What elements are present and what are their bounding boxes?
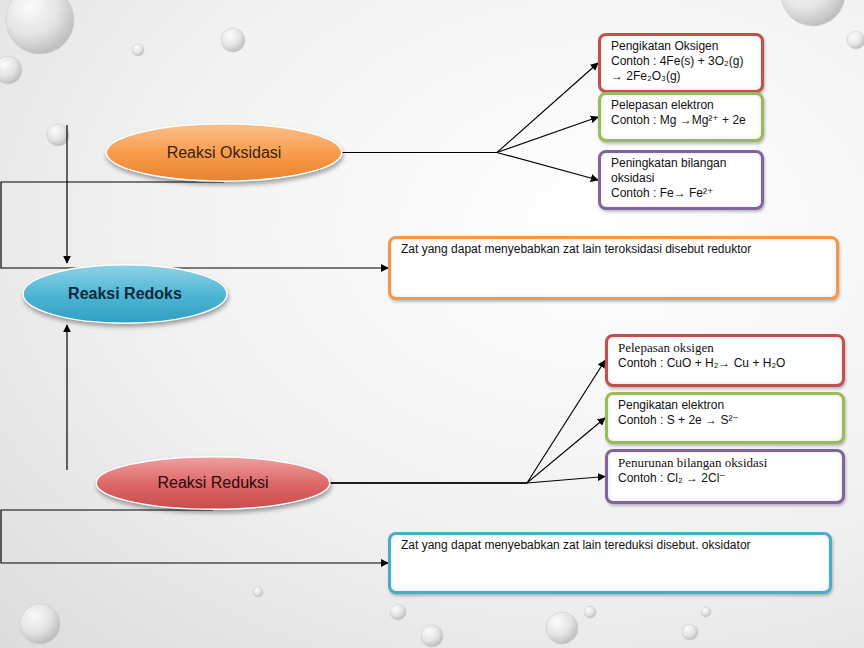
box-heading: Zat yang dapat menyebabkan zat lain tero…	[401, 242, 826, 257]
arrow-connector	[329, 477, 605, 484]
text-holder: Zat yang dapat menyebabkan zat lain tero…	[401, 242, 826, 257]
box-heading: Pengikatan Oksigen	[611, 39, 751, 54]
text-holder: Zat yang dapat menyebabkan zat lain tere…	[401, 538, 819, 553]
concept-box: Pengikatan elektronContoh : S + 2e → S²⁻	[605, 392, 845, 444]
arrow-connector	[341, 153, 598, 181]
box-body: Contoh : Cl₂ → 2Cl⁻	[618, 471, 832, 486]
text-holder: Reaksi Oksidasi	[105, 122, 343, 183]
text-holder: Pelepasan elektronContoh : Mg →Mg²⁺ + 2e	[611, 98, 751, 128]
concept-box: Pelepasan oksigenContoh : CuO + H₂→ Cu +…	[605, 334, 845, 387]
box-body: Contoh : S + 2e → S²⁻	[618, 413, 832, 428]
box-body: Contoh : Mg →Mg²⁺ + 2e	[611, 113, 751, 128]
concept-box: Penurunan bilangan oksidasiContoh : Cl₂ …	[605, 449, 845, 504]
arrow-connector	[329, 418, 605, 483]
ellipse-label: Reaksi Redoks	[68, 285, 182, 303]
arrow-connector	[66, 125, 67, 263]
text-holder: Peningkatan bilangan oksidasiContoh : Fe…	[611, 156, 751, 201]
arrow-connector	[1, 182, 388, 268]
text-holder: Pengikatan OksigenContoh : 4Fe(s) + 3O₂(…	[611, 39, 751, 84]
box-heading: Pelepasan elektron	[611, 98, 751, 113]
reduction-ellipse: Reaksi Reduksi	[95, 455, 331, 511]
text-holder: Pengikatan elektronContoh : S + 2e → S²⁻	[618, 398, 832, 428]
concept-box: Pengikatan OksigenContoh : 4Fe(s) + 3O₂(…	[598, 33, 764, 93]
note-box: Zat yang dapat menyebabkan zat lain tero…	[388, 236, 839, 300]
text-holder: Penurunan bilangan oksidasiContoh : Cl₂ …	[618, 455, 832, 486]
text-holder: Reaksi Reduksi	[95, 455, 331, 511]
oxidation-ellipse: Reaksi Oksidasi	[105, 122, 343, 183]
box-body: Contoh : Fe→ Fe²⁺	[611, 186, 751, 201]
arrow-connector	[341, 117, 598, 153]
text-holder: Pelepasan oksigenContoh : CuO + H₂→ Cu +…	[618, 340, 832, 371]
box-heading: Peningkatan bilangan oksidasi	[611, 156, 751, 186]
redox-ellipse: Reaksi Redoks	[22, 263, 228, 325]
arrow-connector	[66, 325, 67, 470]
note-box: Zat yang dapat menyebabkan zat lain tere…	[388, 532, 832, 594]
ellipse-label: Reaksi Oksidasi	[167, 144, 282, 162]
text-holder: Reaksi Redoks	[22, 263, 228, 325]
box-heading: Zat yang dapat menyebabkan zat lain tere…	[401, 538, 819, 553]
concept-box: Pelepasan elektronContoh : Mg →Mg²⁺ + 2e	[598, 92, 764, 142]
ellipse-label: Reaksi Reduksi	[157, 474, 268, 492]
arrow-connector	[341, 63, 598, 153]
concept-box: Peningkatan bilangan oksidasiContoh : Fe…	[598, 150, 764, 210]
box-heading: Pelepasan oksigen	[618, 340, 832, 356]
box-body: Contoh : 4Fe(s) + 3O₂(g) → 2Fe₂O₃(g)	[611, 54, 751, 84]
box-body: Contoh : CuO + H₂→ Cu + H₂O	[618, 356, 832, 371]
box-heading: Pengikatan elektron	[618, 398, 832, 413]
box-heading: Penurunan bilangan oksidasi	[618, 455, 832, 471]
arrow-connector	[329, 361, 605, 484]
arrow-connector	[1, 510, 388, 563]
